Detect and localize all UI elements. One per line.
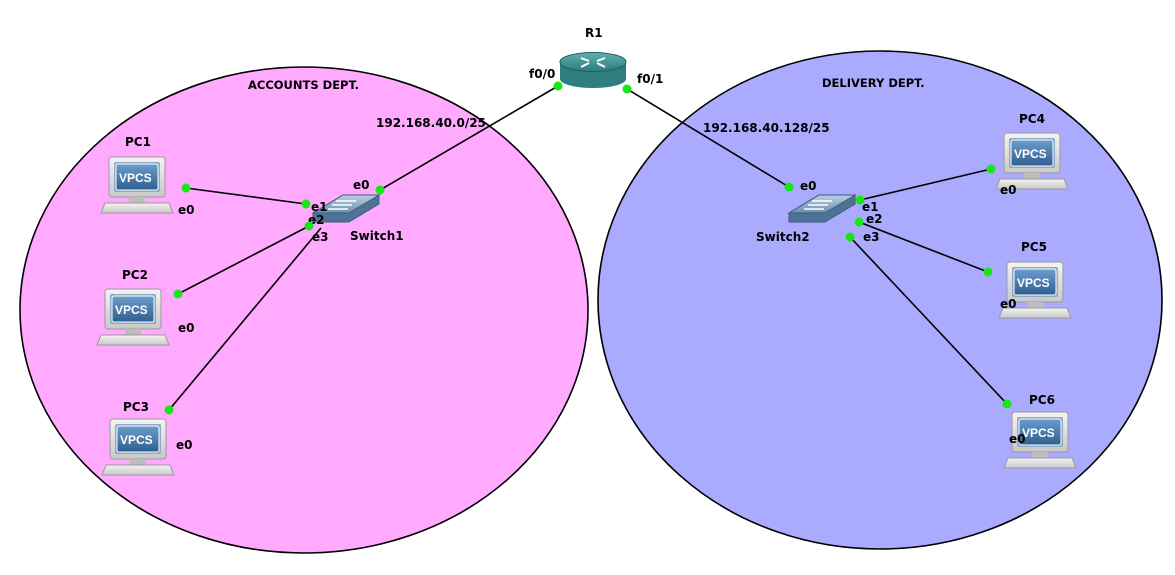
switch2-port-e0: e0 — [800, 179, 817, 193]
delivery-zone — [597, 50, 1163, 550]
port-r1-f0-0 — [553, 81, 563, 91]
port-sw1-e0 — [375, 185, 385, 195]
pc2[interactable]: VPCS — [96, 288, 170, 346]
accounts-zone-label: ACCOUNTS DEPT. — [248, 78, 359, 92]
switch2[interactable] — [787, 194, 857, 223]
link-pc4-switch2 — [859, 168, 992, 201]
pc1[interactable]: VPCS — [100, 156, 174, 214]
port-sw2-e1 — [855, 195, 865, 205]
pc5[interactable]: VPCS — [998, 261, 1072, 319]
port-pc4-e0 — [986, 164, 996, 174]
pc3-iface: e0 — [176, 438, 193, 452]
switch1-port-e3: e3 — [312, 230, 329, 244]
pc4-iface: e0 — [1000, 183, 1017, 197]
router-if-f0-1: f0/1 — [637, 72, 663, 86]
pc2-name: PC2 — [122, 268, 148, 282]
port-pc2-e0 — [173, 289, 183, 299]
switch2-port-e3: e3 — [863, 230, 880, 244]
switch2-port-e1: e1 — [862, 200, 879, 214]
port-pc3-e0 — [164, 405, 174, 415]
port-pc5-e0 — [983, 267, 993, 277]
pc5-name: PC5 — [1021, 240, 1047, 254]
switch-arrows-icon — [328, 200, 356, 210]
pc6-vpcs-badge: VPCS — [1022, 426, 1055, 440]
port-sw1-e1 — [301, 199, 311, 209]
pc4-vpcs-badge: VPCS — [1014, 147, 1047, 161]
router-r1[interactable] — [559, 52, 627, 89]
subnet-left: 192.168.40.0/25 — [376, 116, 486, 130]
switch-arrows-icon — [804, 200, 832, 210]
link-r1-switch1 — [379, 85, 559, 191]
pc6-name: PC6 — [1029, 393, 1055, 407]
router-if-f0-0: f0/0 — [529, 67, 555, 81]
pc3-vpcs-badge: VPCS — [120, 433, 153, 447]
switch1-name: Switch1 — [350, 229, 404, 243]
port-sw1-e2 — [304, 221, 314, 231]
links — [168, 85, 1008, 411]
port-pc6-e0 — [1002, 399, 1012, 409]
pc2-vpcs-badge: VPCS — [115, 303, 148, 317]
pc6-iface: e0 — [1009, 432, 1026, 446]
link-pc3-switch1 — [168, 227, 322, 411]
pc2-iface: e0 — [178, 321, 195, 335]
switch1-port-e1: e1 — [311, 200, 328, 214]
port-pc1-e0 — [181, 183, 191, 193]
pc1-vpcs-badge: VPCS — [119, 171, 152, 185]
subnet-right: 192.168.40.128/25 — [703, 121, 830, 135]
delivery-zone-label: DELIVERY DEPT. — [822, 76, 925, 90]
port-sw2-e0 — [784, 182, 794, 192]
router-name: R1 — [585, 26, 603, 40]
pc3[interactable]: VPCS — [101, 418, 175, 476]
link-r1-switch2 — [626, 88, 790, 188]
link-pc1-switch1 — [185, 187, 307, 205]
switch1[interactable] — [311, 194, 381, 223]
switch1-port-e0: e0 — [353, 178, 370, 192]
pc4-name: PC4 — [1019, 112, 1045, 126]
pc4[interactable]: VPCS — [995, 132, 1069, 190]
port-sw2-e3 — [845, 232, 855, 242]
port-r1-f0-1 — [622, 84, 632, 94]
port-sw2-e2 — [854, 217, 864, 227]
link-pc6-switch2 — [849, 236, 1008, 405]
pc3-name: PC3 — [123, 400, 149, 414]
switch2-port-e2: e2 — [866, 212, 883, 226]
link-pc2-switch1 — [177, 225, 310, 295]
pc5-vpcs-badge: VPCS — [1017, 276, 1050, 290]
pc1-name: PC1 — [125, 135, 151, 149]
switch2-name: Switch2 — [756, 230, 810, 244]
pc6[interactable]: VPCS — [1003, 411, 1077, 469]
link-pc5-switch2 — [858, 221, 989, 273]
pc1-iface: e0 — [178, 203, 195, 217]
pc5-iface: e0 — [1000, 297, 1017, 311]
router-arrows-icon — [580, 57, 606, 68]
